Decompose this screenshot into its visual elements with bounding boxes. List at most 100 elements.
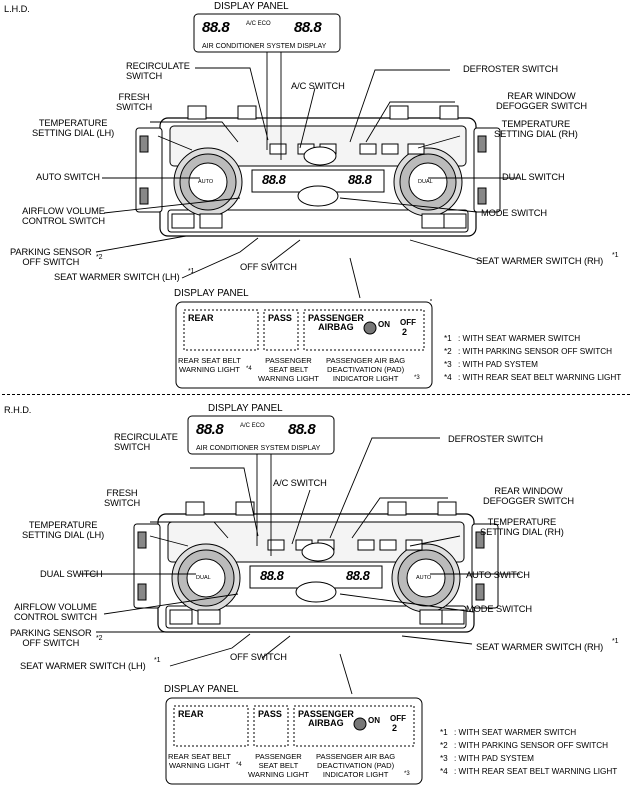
display-panel-title: DISPLAY PANEL	[214, 1, 289, 12]
leader-line	[409, 535, 461, 547]
mount-tab	[137, 531, 147, 549]
ac-button	[301, 542, 335, 562]
passenger-airbag-text-line: AIRBAG	[308, 718, 344, 728]
leader-line	[349, 257, 361, 299]
diagram-drawing	[80, 415, 520, 785]
footnote-text: : WITH SEAT WARMER SWITCH	[458, 334, 581, 343]
recirculate-switch-label-line: SWITCH	[114, 442, 151, 452]
passenger-airbag-text-line: AIRBAG	[318, 322, 354, 332]
leader-line	[195, 67, 269, 141]
seat-warmer-lh-note-mark: *1	[188, 268, 195, 275]
fresh-switch-label-line: FRESH	[118, 92, 150, 102]
pass-belt-caption-line: PASSENGER	[255, 752, 302, 761]
unit-lcd-right: 88.8	[348, 172, 372, 187]
top-clip	[439, 105, 459, 120]
ac-button	[303, 146, 337, 166]
section-title: R.H.D.	[4, 405, 32, 415]
lcd-left-temp: 88.8	[202, 19, 230, 36]
strip-button	[441, 609, 465, 625]
display-panel-title: DISPLAY PANEL	[208, 403, 283, 414]
pad-off-text: OFF	[390, 714, 406, 723]
mode-switch-label: MODE SWITCH	[481, 208, 548, 218]
diagram-drawing	[95, 13, 520, 389]
pad-2-text: 2	[402, 327, 408, 337]
off-switch-label: OFF SWITCH	[230, 652, 287, 662]
upper-button	[357, 539, 375, 551]
temp-dial-rh-label-line: SETTING DIAL (RH)	[494, 129, 578, 139]
ac-eco-tag: A/C ECO	[240, 423, 265, 429]
ac-switch-label: A/C SWITCH	[291, 81, 345, 91]
seat-warmer-lh-note-mark: *1	[154, 657, 161, 664]
airflow-volume-label-line: CONTROL SWITCH	[14, 612, 97, 622]
strip-button	[421, 213, 445, 229]
mode-switch-label: MODE SWITCH	[466, 604, 533, 614]
rear-indicator-text: REAR	[178, 709, 204, 719]
footnote-text: : WITH PAD SYSTEM	[454, 754, 534, 763]
dial-button	[186, 558, 226, 598]
fresh-switch-label-line: SWITCH	[116, 102, 153, 112]
off-button	[297, 185, 339, 207]
recirculate-switch-label-line: RECIRCULATE	[114, 432, 178, 442]
pass-indicator-text: PASS	[268, 313, 292, 323]
pad-caption-line: DEACTIVATION (PAD)	[316, 761, 395, 770]
dial-right-label: DUAL	[418, 179, 433, 185]
airflow-volume-label-line: AIRFLOW VOLUME	[14, 602, 97, 612]
leader-line	[409, 239, 483, 262]
upper-button-row	[169, 125, 467, 167]
ac-switch-label: A/C SWITCH	[273, 478, 327, 488]
lcd-right-temp: 88.8	[294, 19, 322, 36]
pass-zone	[253, 705, 289, 747]
footnote-mark: *2	[444, 347, 452, 356]
upper-button	[407, 143, 425, 155]
ac-eco-tag: A/C ECO	[246, 21, 271, 27]
pass-belt-caption-line: WARNING LIGHT	[248, 770, 309, 779]
right-mid-switch-label: AUTO SWITCH	[466, 570, 530, 580]
display-panel-box	[187, 415, 335, 455]
leader-line	[299, 87, 316, 149]
unit-lcd-left: 88.8	[260, 568, 284, 583]
leader-line	[261, 635, 291, 659]
leader-line	[417, 135, 461, 149]
pass-indicator-text: PASS	[258, 709, 282, 719]
mount-tab	[137, 583, 147, 601]
rear-window-defogger-label-line: DEFOGGER SWITCH	[483, 496, 574, 506]
rear-belt-caption-line: REAR SEAT BELT	[178, 356, 241, 365]
mount-tab	[475, 583, 485, 601]
upper-button	[267, 539, 285, 551]
dial-button	[406, 558, 446, 598]
ac-display-caption: AIR CONDITIONER SYSTEM DISPLAY	[196, 445, 321, 452]
recirculate-switch-label-line: RECIRCULATE	[126, 61, 190, 71]
footnote-mark: *4	[444, 373, 452, 382]
dial-button	[408, 162, 448, 202]
footnote-mark: *2	[440, 741, 448, 750]
temp-dial-rh-label-line: SETTING DIAL (RH)	[480, 527, 564, 537]
strip-button	[171, 213, 195, 229]
leader-line	[401, 635, 473, 645]
passenger-airbag-text-line: PASSENGER	[298, 709, 354, 719]
airflow-volume-label-line: AIRFLOW VOLUME	[22, 206, 105, 216]
lcd-left-temp: 88.8	[196, 421, 224, 438]
footnote-mark: *3	[444, 360, 452, 369]
mount-tab	[475, 531, 485, 549]
rear-belt-note-mark: *4	[246, 366, 252, 372]
rear-belt-caption-line: WARNING LIGHT	[178, 365, 240, 374]
leader-line	[349, 69, 450, 143]
mount-tab	[139, 135, 149, 153]
top-clip	[185, 501, 205, 516]
rhd-section: R.H.D. DISPLAY PANEL 88.8 88.8 A/C ECO AIR C…	[0, 396, 635, 785]
dial-left-label: AUTO	[198, 179, 214, 185]
mount-tab	[477, 135, 487, 153]
lower-switch-strip	[165, 605, 467, 629]
upper-button-row	[167, 521, 465, 563]
seat-warmer-rh-label: SEAT WARMER SWITCH (RH)	[476, 642, 604, 652]
footnote-text: : WITH PARKING SENSOR OFF SWITCH	[454, 741, 609, 750]
lcd-right-temp: 88.8	[288, 421, 316, 438]
rear-zone	[183, 309, 259, 351]
mount-tab	[477, 187, 487, 205]
seat-warmer-lh-label: SEAT WARMER SWITCH (LH)	[20, 661, 146, 671]
